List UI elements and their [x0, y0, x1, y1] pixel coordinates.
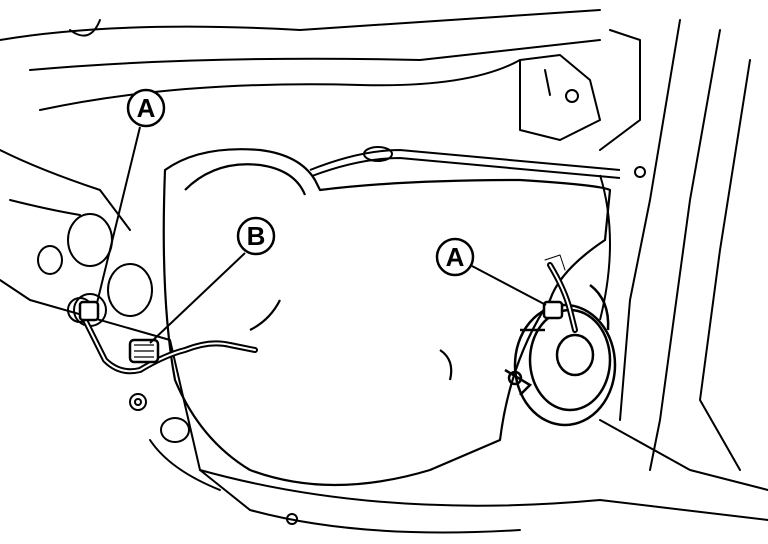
leader-lines — [96, 126, 547, 344]
door-frame-outline — [0, 9, 768, 534]
callout-label: A — [137, 93, 156, 123]
wiring-harness — [82, 254, 578, 375]
door-handle-cable — [309, 146, 646, 321]
callout-a-upper-left: A — [126, 88, 166, 128]
inner-panel-shape — [162, 148, 612, 487]
callout-label: B — [247, 221, 266, 251]
connector-a-right — [542, 300, 564, 320]
callout-b: B — [236, 216, 276, 256]
door-panel-cutouts — [37, 213, 298, 525]
connector-a-left — [78, 300, 100, 322]
callout-label: A — [446, 242, 465, 272]
callout-a-right: A — [435, 237, 475, 277]
connector-b — [128, 338, 160, 364]
